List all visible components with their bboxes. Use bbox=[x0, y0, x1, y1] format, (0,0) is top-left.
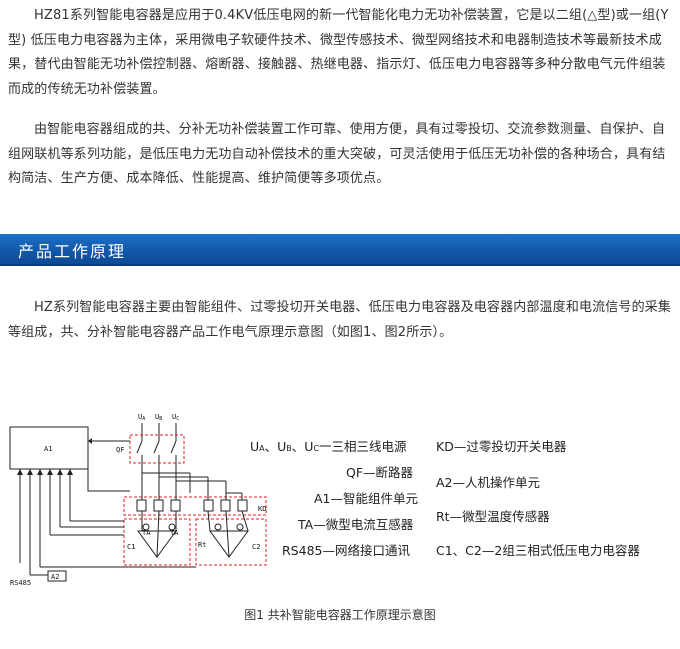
figure-caption: 图1 共补智能电容器工作原理示意图 bbox=[244, 608, 436, 622]
legend-left-5: RS485—网络接口通讯 bbox=[282, 543, 410, 558]
c1-capacitor-box bbox=[123, 518, 191, 566]
a2-label: A2 bbox=[51, 573, 59, 581]
legend-left-1: UA、UB、UC一三相三线电源 bbox=[250, 439, 407, 454]
phase-c-label: UC bbox=[172, 413, 179, 422]
legend-right-2: A2—人机操作单元 bbox=[436, 475, 540, 490]
legend-right-3: Rt—微型温度传感器 bbox=[436, 509, 550, 524]
rt-label: Rt bbox=[198, 541, 206, 549]
principle-paragraph: HZ系列智能电容器主要由智能组件、过零投切开关电器、低压电力电容器及电容器内部温… bbox=[8, 300, 672, 340]
intro-paragraph-1: HZ81系列智能电容器是应用于0.4KV低压电网的新一代智能化电力无功补偿装置，… bbox=[8, 8, 669, 97]
phase-a-label: UA bbox=[138, 413, 145, 422]
legend-left-3: A1—智能组件单元 bbox=[314, 491, 418, 506]
rs485-label: RS485 bbox=[10, 579, 31, 587]
section-banner: 产品工作原理 bbox=[0, 234, 680, 266]
kd-switch-box bbox=[123, 496, 267, 516]
section-title: 产品工作原理 bbox=[18, 242, 127, 261]
qf-label: QF bbox=[116, 446, 124, 454]
phase-b-label: UB bbox=[155, 413, 162, 422]
c1-label: C1 bbox=[127, 543, 135, 551]
legend-right-1: KD—过零投切开关电器 bbox=[436, 439, 567, 454]
a2-unit-box bbox=[47, 570, 67, 582]
legend-right-4: C1、C2—2组三相式低压电力电容器 bbox=[436, 543, 640, 558]
kd-label: KD bbox=[258, 505, 266, 513]
ta-label-2: TA bbox=[170, 529, 179, 537]
a1-unit-box bbox=[9, 426, 89, 470]
ta-label-1: TA bbox=[142, 529, 151, 537]
c2-label: C2 bbox=[252, 543, 260, 551]
legend-left-2: QF—断路器 bbox=[346, 465, 414, 480]
circuit-diagram: A1 UA UB UC QF KD bbox=[9, 413, 640, 587]
qf-breaker-box bbox=[129, 434, 185, 464]
legend-left-4: TA—微型电流互感器 bbox=[297, 517, 414, 532]
intro-paragraph-2: 由智能电容器组成的共、分补无功补偿装置工作可靠、使用方便，具有过零投切、交流参数… bbox=[8, 122, 666, 186]
a1-label: A1 bbox=[44, 445, 52, 453]
c2-capacitor-box bbox=[195, 518, 267, 566]
